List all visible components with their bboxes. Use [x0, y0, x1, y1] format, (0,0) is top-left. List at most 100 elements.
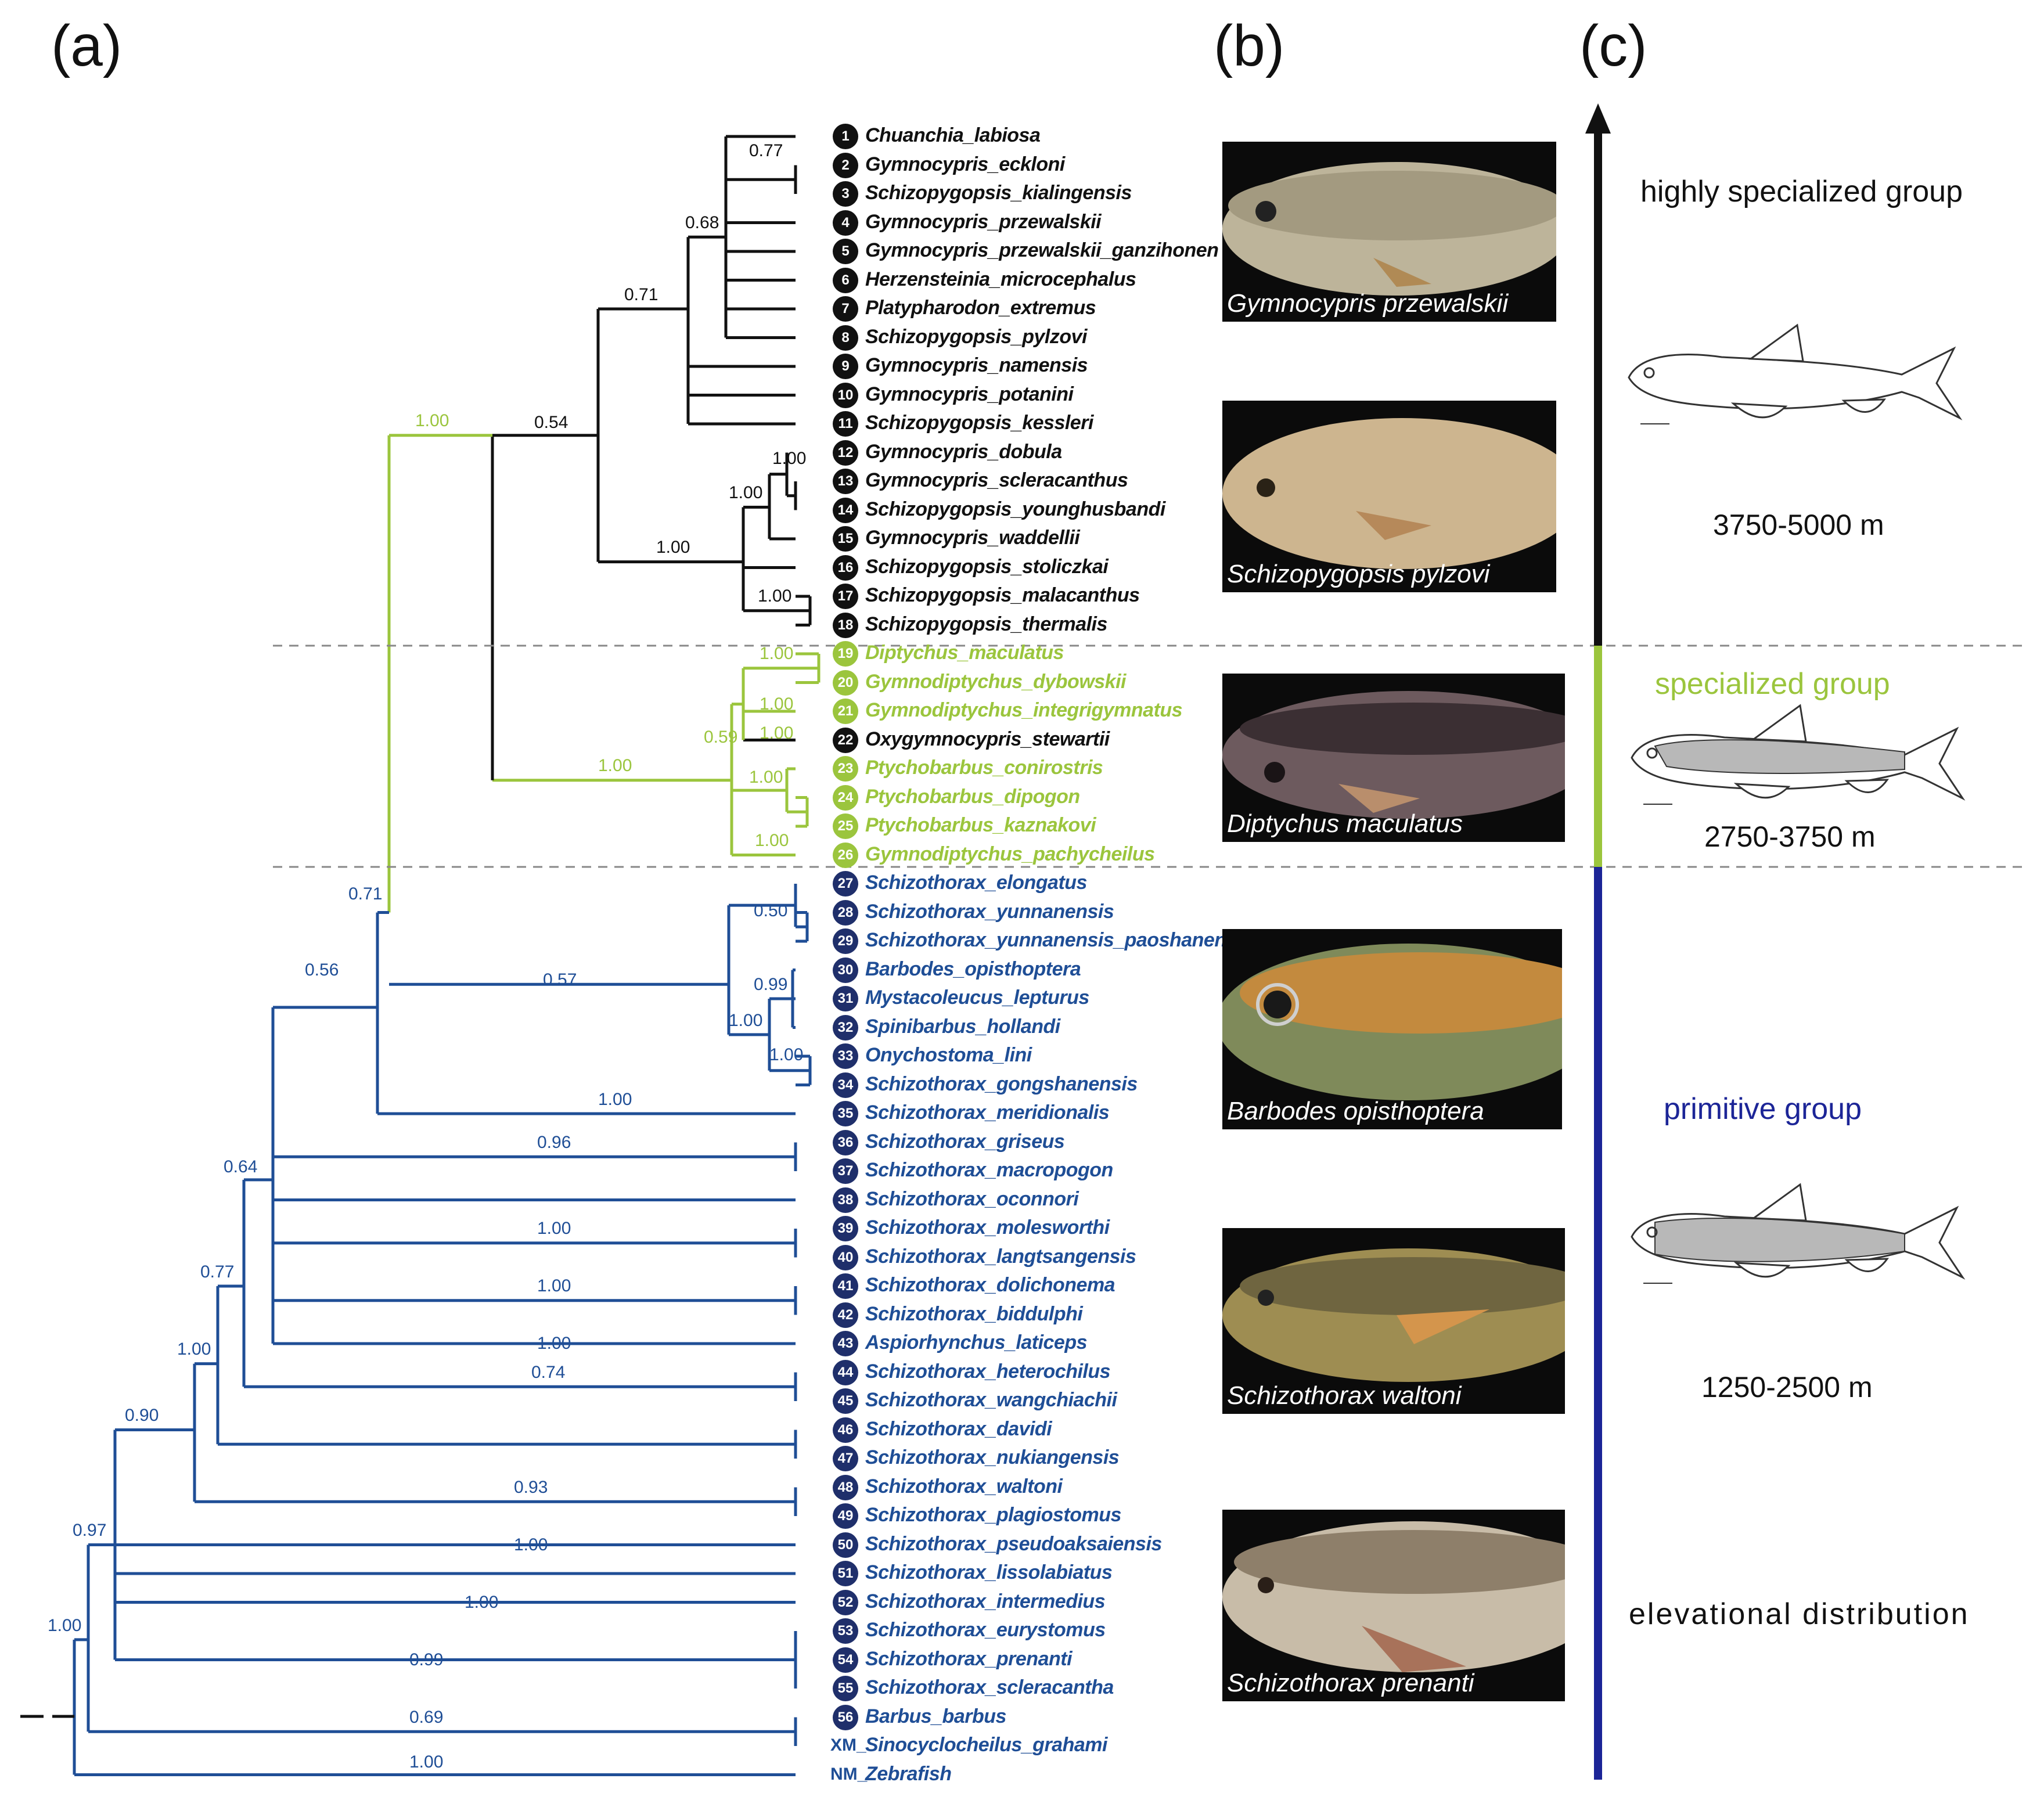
taxon-label: Barbodes_opisthoptera [865, 957, 1081, 980]
support-value: 1.00 [729, 1010, 763, 1030]
support-value: 1.00 [177, 1340, 211, 1359]
taxon-label: Gymnocypris_dobula [865, 440, 1062, 463]
group-label-specialized: specialized group [1655, 667, 1890, 701]
tip-number-badge: 41 [833, 1273, 858, 1299]
taxon-label: Gymnodiptychus_pachycheilus [865, 843, 1155, 865]
elevational-distribution-label: elevational distribution [1629, 1597, 1970, 1631]
tip-number-badge: 47 [833, 1446, 858, 1471]
tip-number-badge: 52 [833, 1589, 858, 1615]
tip-number-badge: 50 [833, 1532, 858, 1558]
photo-caption: Gymnocypris przewalskii [1227, 289, 1509, 318]
photo-caption: Barbodes opisthoptera [1227, 1097, 1484, 1125]
support-value: 0.77 [200, 1262, 235, 1281]
tip-number-badge: 6 [833, 267, 858, 293]
panel-label-a: (a) [51, 13, 123, 78]
taxon-label: Mystacoleucus_lepturus [865, 987, 1089, 1009]
support-value: 1.00 [772, 448, 807, 468]
elevation-label-mid: 2750-3750 m [1704, 820, 1876, 853]
taxon-label: Schizothorax_elongatus [865, 872, 1087, 894]
taxon-label: Chuanchia_labiosa [865, 124, 1041, 146]
support-value: 0.71 [348, 884, 383, 903]
tip-number-badge: 20 [833, 669, 858, 696]
fish-outline-icon [1631, 1183, 1966, 1284]
taxon-label: Herzensteinia_microcephalus [865, 268, 1136, 290]
taxon-label: Diptychus_maculatus [865, 642, 1064, 664]
taxon-label: Schizothorax_plagiostomus [865, 1504, 1121, 1526]
support-value: 0.57 [543, 970, 577, 990]
support-value: 0.56 [305, 960, 339, 980]
tip-number-badge: 14 [833, 497, 858, 523]
taxon-label: Schizopygopsis_stoliczkai [865, 555, 1109, 578]
support-value: 1.00 [758, 586, 792, 606]
taxon-label: Schizothorax_heterochilus [865, 1360, 1111, 1383]
tip-number-badge: 28 [833, 899, 858, 926]
tip-number-badge: 7 [833, 296, 858, 322]
support-value: 0.64 [224, 1157, 258, 1176]
support-value: 1.00 [514, 1535, 548, 1554]
arrow-up-icon [1585, 103, 1611, 134]
tip-accession-code: XM_ [830, 1736, 866, 1755]
taxon-label: Schizothorax_nukiangensis [865, 1446, 1120, 1468]
tip-number-badge: 10 [833, 382, 858, 408]
tip-number-badge: 25 [833, 813, 858, 839]
support-value: 1.00 [537, 1219, 571, 1239]
fish-outline-icon [1628, 323, 1963, 424]
tip-number-badge: 55 [833, 1676, 858, 1701]
panel-label-b: (b) [1214, 13, 1285, 78]
fish-photo: Schizothorax prenanti [1222, 1510, 1565, 1701]
taxon-label: Schizothorax_molesworthi [865, 1216, 1110, 1239]
elevation-label-high: 3750-5000 m [1713, 509, 1884, 541]
tip-number-badge: 8 [833, 325, 858, 351]
taxon-label: Schizothorax_meridionalis [865, 1101, 1110, 1124]
taxon-label: Gymnocypris_eckloni [865, 153, 1065, 175]
taxon-label: Zebrafish [865, 1762, 952, 1785]
taxon-label: Gymnocypris_scleracanthus [865, 469, 1128, 491]
taxon-label: Schizothorax_macropogon [865, 1159, 1113, 1181]
photo-caption: Schizothorax prenanti [1227, 1669, 1474, 1697]
taxon-label: Ptychobarbus_dipogon [865, 785, 1080, 808]
fish-outline-icon [1631, 704, 1966, 805]
taxon-label: Schizopygopsis_thermalis [865, 613, 1107, 635]
support-value: 1.00 [537, 1276, 571, 1296]
support-value: 1.00 [537, 1334, 571, 1353]
taxon-label: Schizopygopsis_younghusbandi [865, 498, 1165, 520]
taxon-label: Schizothorax_dolichonema [865, 1274, 1115, 1296]
tip-number-badge: 49 [833, 1503, 858, 1529]
fish-photo: Schizothorax waltoni [1222, 1228, 1565, 1414]
elevation-label-low: 1250-2500 m [1701, 1371, 1873, 1403]
taxon-label: Schizothorax_pseudoaksaiensis [865, 1532, 1162, 1555]
tip-number-badge: 35 [833, 1101, 858, 1126]
taxon-label: Schizothorax_wangchiachii [865, 1389, 1117, 1411]
panel-label-c: (c) [1579, 13, 1647, 78]
tip-number-badge: 11 [833, 411, 858, 437]
photo-caption: Diptychus maculatus [1227, 809, 1463, 838]
tip-number-badge: 42 [833, 1302, 858, 1328]
taxon-label: Schizothorax_intermedius [865, 1590, 1106, 1612]
taxon-label: Schizothorax_yunnanensis [865, 900, 1114, 923]
tip-number-badge: 45 [833, 1388, 858, 1414]
tip-number-badge: 30 [833, 957, 858, 983]
tip-number-badge: 56 [833, 1704, 858, 1730]
support-value: 1.00 [598, 756, 632, 776]
taxon-label: Schizothorax_eurystomus [865, 1619, 1106, 1641]
tip-number-badge: 12 [833, 440, 858, 466]
tip-number-badge: 22 [833, 727, 858, 753]
tip-number-badge: 19 [833, 641, 858, 667]
taxon-label: Gymnocypris_przewalskii_ganzihonen [865, 239, 1219, 261]
support-value: 0.99 [409, 1650, 444, 1669]
taxon-label: Ptychobarbus_kaznakovi [865, 814, 1096, 836]
group-label-highly-specialized: highly specialized group [1640, 175, 1963, 208]
taxon-label: Schizothorax_griseus [865, 1130, 1065, 1153]
taxon-label: Gymnocypris_potanini [865, 383, 1074, 405]
taxon-label: Gymnodiptychus_integrigymnatus [865, 699, 1183, 721]
tip-number-badge: 53 [833, 1618, 858, 1644]
tip-number-badge: 18 [833, 612, 858, 638]
support-value: 1.00 [760, 644, 794, 664]
taxon-label: Gymnocypris_waddellii [865, 527, 1080, 549]
tip-number-badge: 39 [833, 1216, 858, 1241]
support-value: 1.00 [749, 768, 783, 787]
tip-number-badge: 13 [833, 469, 858, 494]
support-value: 0.93 [514, 1477, 548, 1497]
support-value: 1.00 [409, 1752, 444, 1772]
